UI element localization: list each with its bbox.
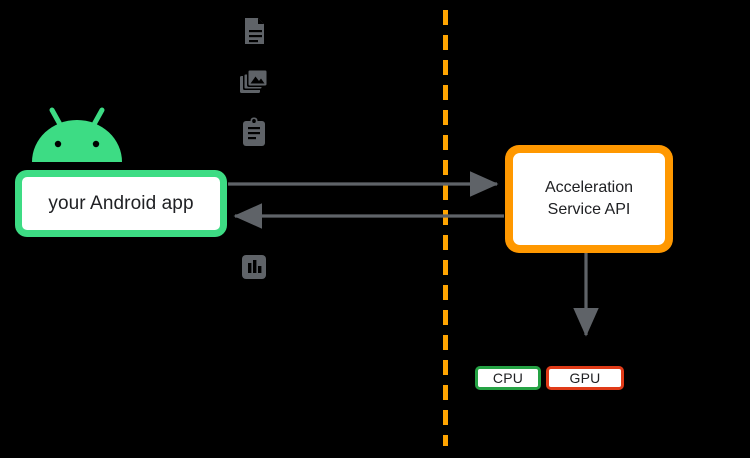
service-box: Acceleration Service API [505,145,673,253]
photo-library-icon [238,66,270,98]
accelerator-chip-cpu-label: CPU [492,370,524,386]
bar-chart-icon [238,251,270,283]
app-box-inner: your Android app [22,177,220,230]
android-robot-icon [22,98,132,170]
device-cloud-boundary [443,10,448,446]
service-box-inner: Acceleration Service API [513,153,665,245]
accelerator-chip-cpu: CPU [475,366,541,390]
service-box-label-line1: Acceleration [544,179,634,196]
accelerator-chip-gpu: GPU [546,366,624,390]
service-box-label-line2: Service API [547,201,631,218]
clipboard-icon [238,116,270,148]
accelerator-chip-gpu-label: GPU [569,370,601,386]
app-box-label: your Android app [48,192,194,214]
app-box: your Android app [15,170,227,237]
document-icon [238,15,270,47]
